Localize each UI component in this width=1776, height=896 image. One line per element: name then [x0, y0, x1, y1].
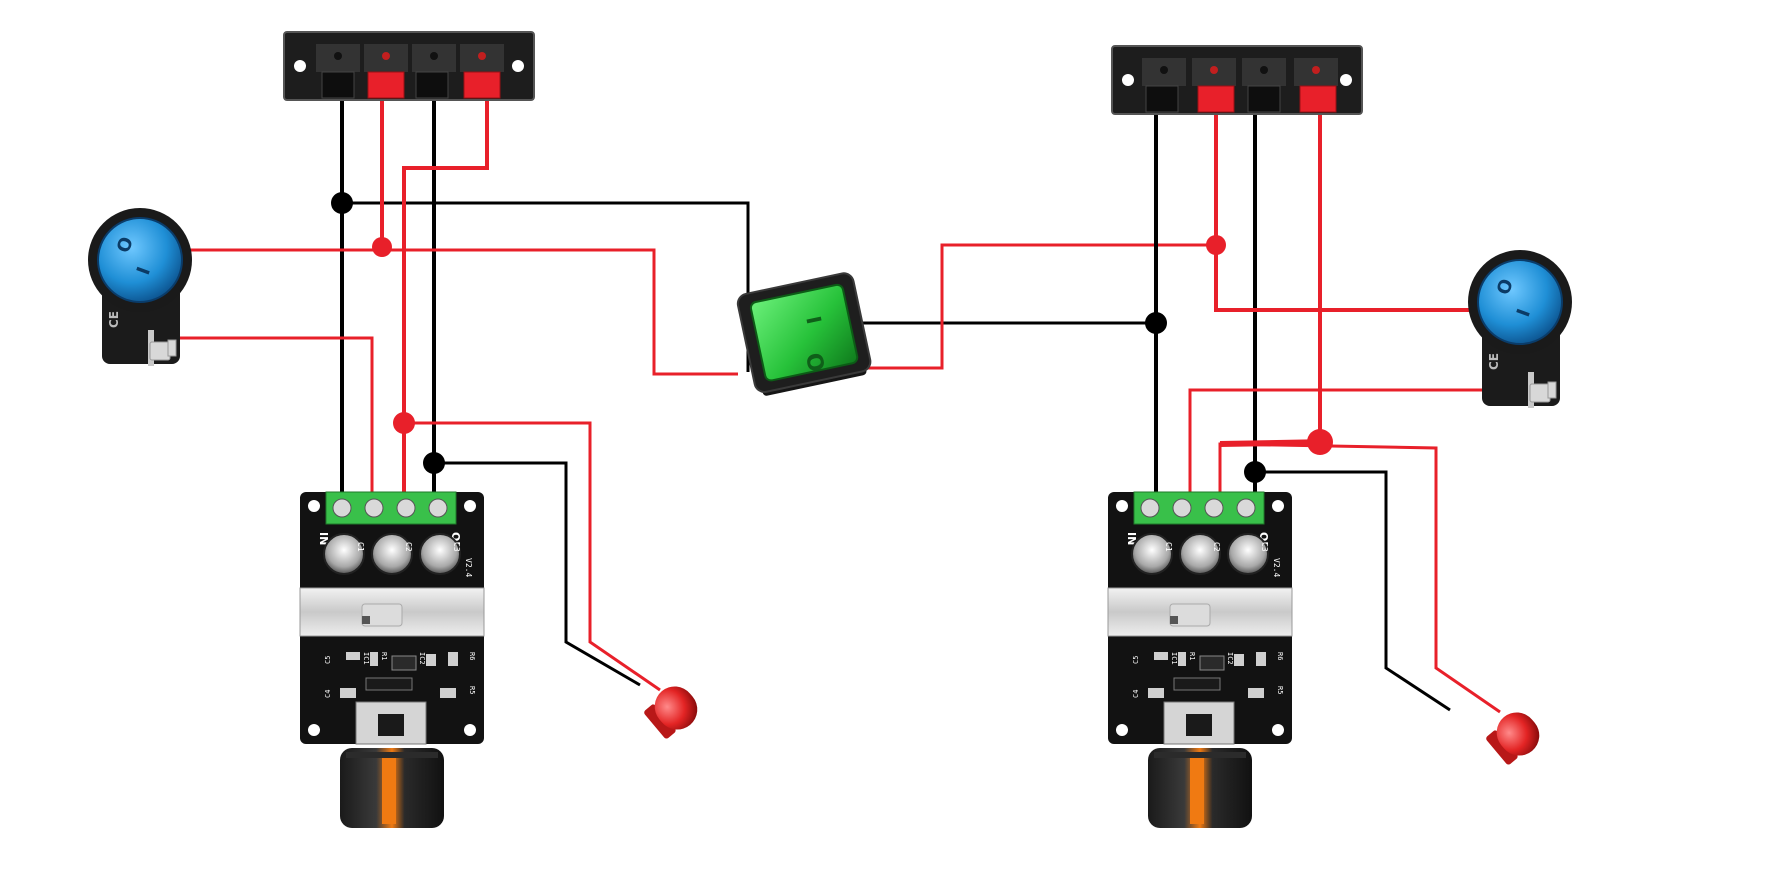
terminal-block-left	[283, 31, 535, 101]
wire-neg-left-to-led	[434, 461, 641, 687]
junction-neg-left-mid	[423, 452, 445, 474]
pwm-controller-left: IN OUT V2.4 C1 C2 C3 C5 IC1 R1 IC2 R6 C4…	[299, 491, 485, 745]
svg-text:O: O	[1493, 276, 1518, 298]
svg-text:C4: C4	[1132, 690, 1140, 698]
ce-mark: CE	[107, 311, 121, 328]
svg-text:R5: R5	[1276, 686, 1284, 694]
wire-pos-right-bus	[1218, 442, 1501, 714]
svg-text:R6: R6	[468, 652, 476, 660]
rocker-switch-right[interactable]: O I CE	[1468, 250, 1572, 408]
svg-text:IC1: IC1	[362, 652, 370, 665]
svg-text:R5: R5	[468, 686, 476, 694]
on-mark: O	[113, 234, 138, 256]
wire-pos-right-terminal2	[1214, 108, 1486, 312]
junction-pos-right-bus	[1307, 429, 1333, 455]
svg-text:C2: C2	[1212, 542, 1221, 552]
wire-pos-center-to-right	[868, 243, 1216, 370]
rocker-switch-center[interactable]: I O	[736, 271, 873, 397]
svg-text:CE: CE	[1487, 353, 1501, 370]
capacitor-icon	[323, 533, 461, 575]
junction-neg-left-top	[331, 192, 353, 214]
spring-terminal-icon	[1142, 58, 1338, 113]
junction-pos-left-top	[372, 237, 392, 257]
smd-components-icon	[340, 652, 458, 698]
junction-neg-right-low	[1244, 461, 1266, 483]
version-label: V2.4	[464, 558, 473, 577]
wire-pos-left-switch-bottom	[176, 336, 374, 492]
svg-text:C2: C2	[404, 542, 413, 552]
led-left	[644, 686, 698, 739]
svg-text:R6: R6	[1276, 652, 1284, 660]
screw-terminal-icon	[1133, 491, 1265, 525]
speed-knob-left[interactable]	[340, 748, 444, 828]
junction-pos-right-top	[1206, 235, 1226, 255]
svg-text:C3: C3	[452, 542, 461, 552]
off-mark: O	[800, 351, 828, 374]
svg-text:IC2: IC2	[1226, 652, 1234, 665]
pwm-controller-right: IN OUT V2.4 C1 C2 C3 C5 IC1 R1 IC2 R6 C4…	[1107, 491, 1293, 745]
svg-text:C5: C5	[1132, 656, 1140, 664]
wire-pos-left-terminal4	[402, 92, 489, 492]
junction-neg-right-mid	[1145, 312, 1167, 334]
svg-text:R1: R1	[380, 652, 388, 660]
svg-text:C1: C1	[1164, 542, 1173, 552]
capacitor-icon	[1131, 533, 1269, 575]
wire-neg-right-to-led	[1255, 470, 1451, 712]
led-right	[1486, 712, 1540, 765]
svg-text:C4: C4	[324, 690, 332, 698]
in-label: IN	[1125, 532, 1138, 545]
svg-text:C3: C3	[1260, 542, 1269, 552]
mounting-hole-icon	[294, 60, 306, 72]
rocker-switch-left[interactable]: O I CE	[88, 208, 192, 366]
wire-pos-right-switch-bottom	[1188, 388, 1518, 492]
spring-terminal-icon	[316, 44, 504, 99]
wire-pos-left-switch-top	[184, 248, 738, 376]
speed-knob-right[interactable]	[1148, 748, 1252, 828]
svg-text:IC2: IC2	[418, 652, 426, 665]
wire-pos-left-to-led	[404, 421, 661, 692]
in-label: IN	[317, 532, 330, 545]
wires	[176, 92, 1518, 714]
version-label: V2.4	[1272, 558, 1281, 577]
svg-text:C1: C1	[356, 542, 365, 552]
svg-text:IC1: IC1	[1170, 652, 1178, 665]
terminal-block-right	[1111, 45, 1363, 115]
svg-text:C5: C5	[324, 656, 332, 664]
screw-terminal-icon	[325, 491, 457, 525]
svg-text:R1: R1	[1188, 652, 1196, 660]
smd-components-icon	[1148, 652, 1266, 698]
junction-pos-left-mid	[393, 412, 415, 434]
